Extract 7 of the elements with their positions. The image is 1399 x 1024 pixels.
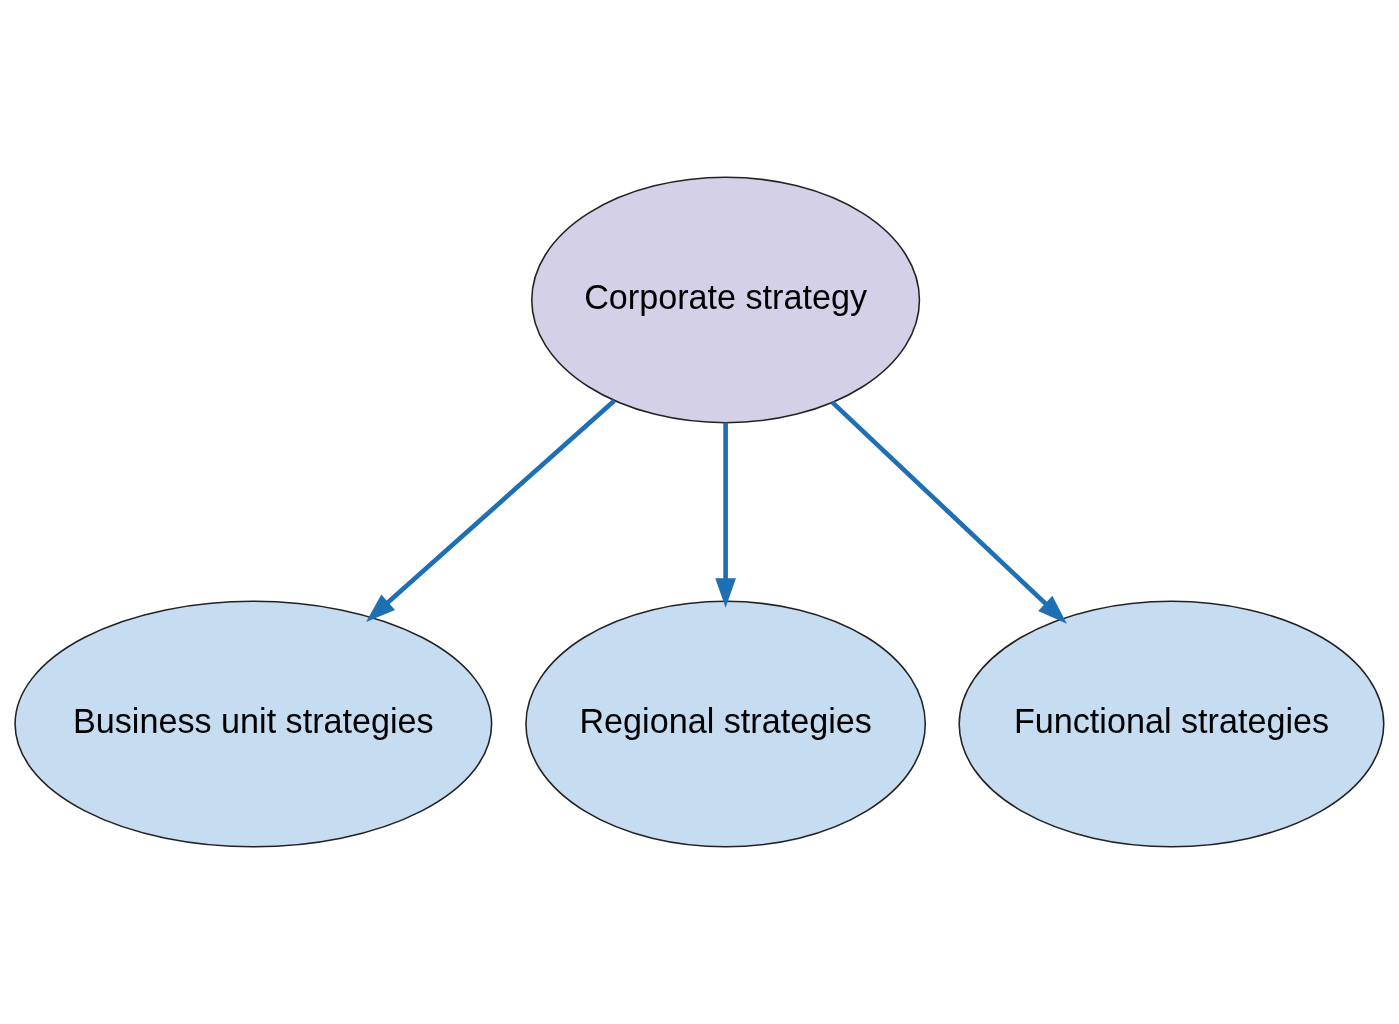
arrow: [366, 399, 616, 622]
node-ellipse: Business unit strategies: [14, 600, 493, 848]
node-ellipse: Regional strategies: [525, 600, 927, 848]
arrow: [715, 422, 736, 608]
node-ellipse: Functional strategies: [958, 600, 1385, 848]
arrow: [830, 400, 1067, 624]
node-ellipse: Corporate strategy: [531, 176, 921, 424]
